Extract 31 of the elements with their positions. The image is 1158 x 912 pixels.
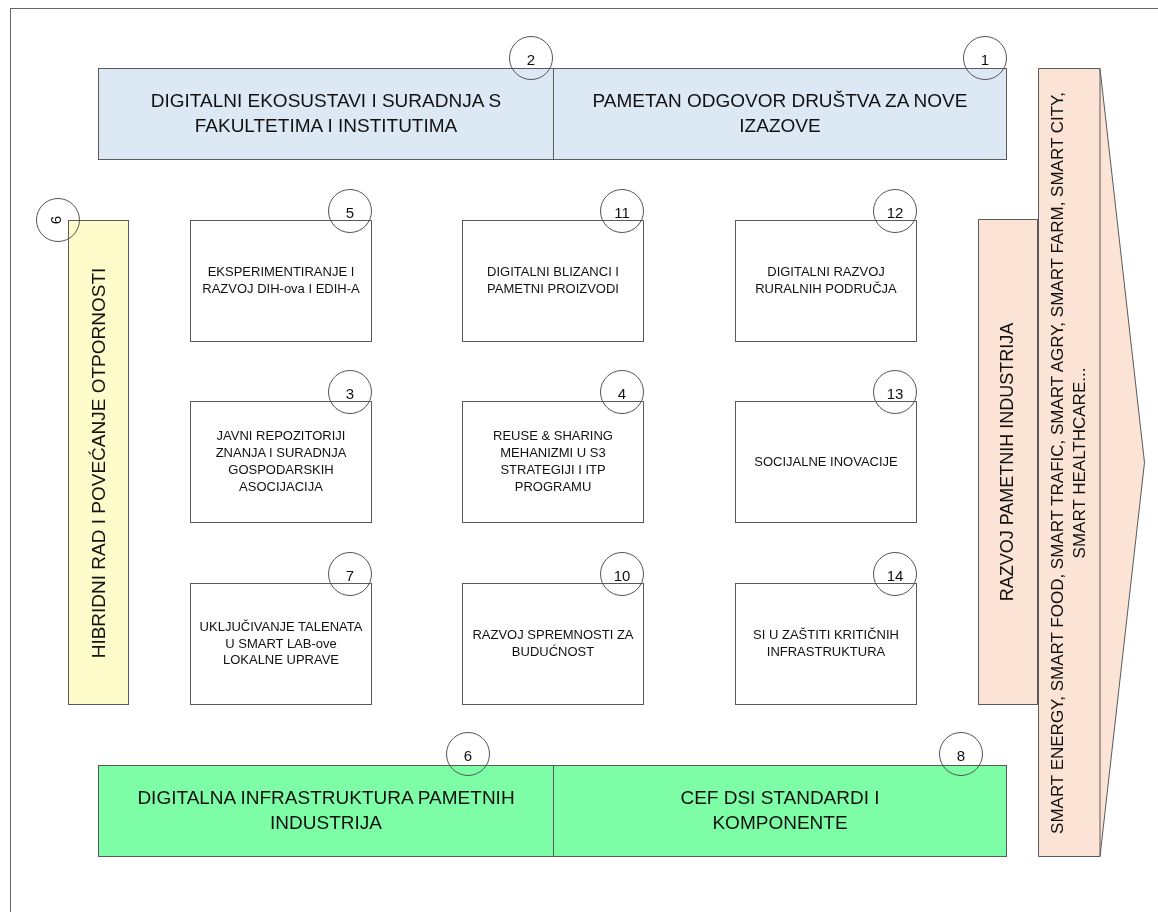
- box-label: REUSE & SHARING MEHANIZMI U S3 STRATEGIJI I ITP PROGRAMU: [492, 428, 614, 496]
- topic-box: [462, 220, 644, 342]
- box-label: RAZVOJ SPREMNOSTI ZA BUDUĆNOST: [471, 627, 635, 661]
- banner-box: [98, 68, 554, 160]
- box-label: EKSPERIMENTIRANJE I RAZVOJ DIH-ova I EDIH-A: [201, 264, 361, 298]
- banner-box: [98, 765, 554, 857]
- box-label: DIGITALNA INFRASTRUKTURA PAMETNIH INDUSTRIJA: [136, 786, 516, 835]
- topic-box: [735, 401, 917, 523]
- topic-box: [462, 401, 644, 523]
- vertical-band: [978, 219, 1038, 705]
- band-label: RAZVOJ PAMETNIH INDUSTRIJA: [996, 321, 1019, 604]
- box-label: UKLJUČIVANJE TALENATA U SMART LAB-ove LOKALNE UPRAVE: [198, 618, 364, 670]
- topic-box: [190, 583, 372, 705]
- topic-box: [190, 401, 372, 523]
- vertical-band: [68, 220, 129, 705]
- box-label: DIGITALNI BLIZANCI I PAMETNI PROIZVODI: [486, 264, 620, 298]
- box-label: DIGITALNI RAZVOJ RURALNIH PODRUČJA: [754, 264, 898, 298]
- topic-box: [735, 220, 917, 342]
- band-label: HIBRIDNI RAD I POVEĆANJE OTPORNOSTI: [86, 266, 110, 660]
- box-label: CEF DSI STANDARDI I KOMPONENTE: [679, 786, 881, 835]
- box-label: DIGITALNI EKOSUSTAVI I SURADNJA S FAKULTETIMA I INSTITUTIMA: [149, 89, 503, 138]
- box-label: SI U ZAŠTITI KRITIČNIH INFRASTRUKTURA: [752, 627, 900, 661]
- topic-box: [462, 583, 644, 705]
- box-label: PAMETAN ODGOVOR DRUŠTVA ZA NOVE IZAZOVE: [591, 89, 969, 138]
- topic-box: [735, 583, 917, 705]
- banner-box: [553, 68, 1007, 160]
- box-label: JAVNI REPOZITORIJI ZNANJA I SURADNJA GOSPODARSKIH ASOCIJACIJA: [214, 428, 348, 496]
- banner-box: [553, 765, 1007, 857]
- topic-box: [190, 220, 372, 342]
- box-label: SOCIJALNE INOVACIJE: [753, 453, 899, 471]
- arrow-label: SMART ENERGY, SMART FOOD, SMART TRAFIC, SMART AGRY, SMART FARM, SMART CITY, SMART HEALTHCARE...: [1046, 90, 1090, 836]
